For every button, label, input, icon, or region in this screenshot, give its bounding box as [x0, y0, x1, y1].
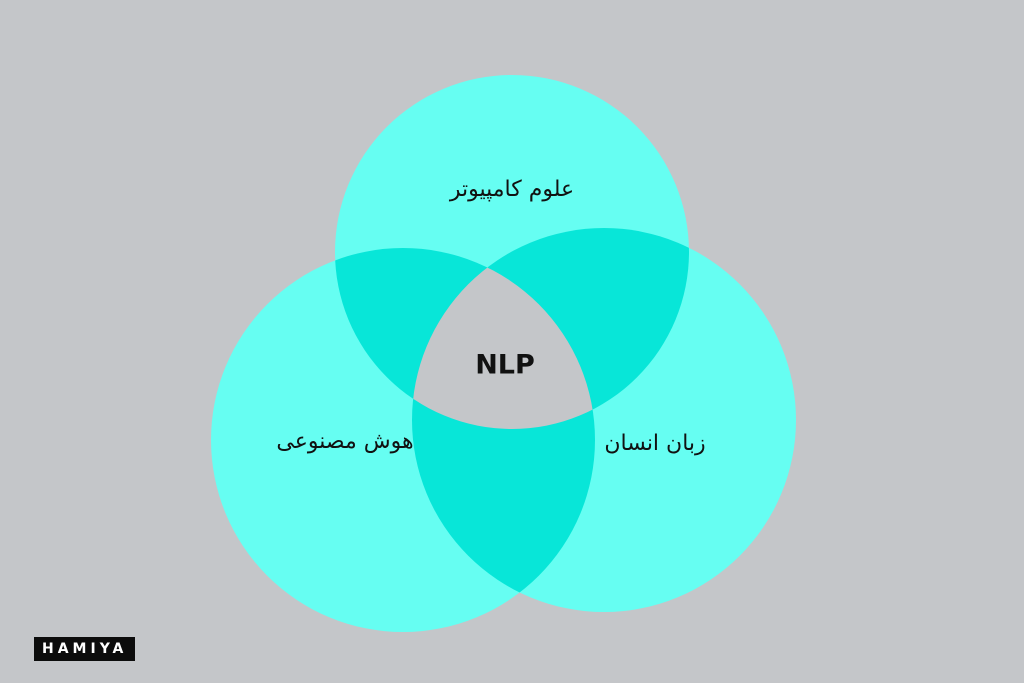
center-intersection — [412, 248, 595, 429]
hamiya-logo: HAMIYA — [34, 637, 136, 661]
set-label-human-language: زبان انسان — [604, 431, 705, 456]
set-label-computer-science: علوم کامپیوتر — [449, 177, 574, 202]
set-label-artificial-intelligence: هوش مصنوعی — [276, 429, 413, 454]
center-label-nlp: NLP — [475, 350, 535, 381]
